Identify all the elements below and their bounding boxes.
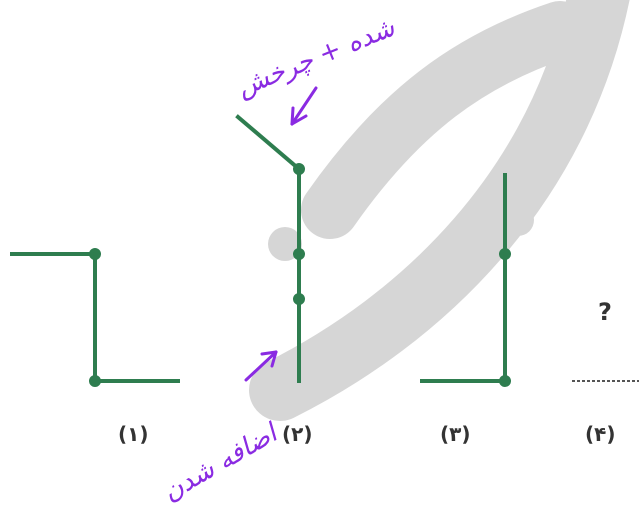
arrow-bottom-icon: [244, 350, 278, 382]
label-figure-3: (۳): [440, 422, 471, 446]
fig3-node-bottom: [499, 375, 511, 387]
figure-3: [420, 173, 511, 387]
watermark-arc: [249, 0, 630, 421]
fig2-slanted-segment: [235, 114, 302, 172]
fig1-node-bottom: [89, 375, 101, 387]
question-mark: ?: [598, 298, 612, 326]
figure-4: ?: [572, 298, 639, 382]
watermark-dot-right: [502, 204, 534, 236]
figure-2: [235, 114, 305, 383]
fig2-node-2: [293, 248, 305, 260]
label-figure-2: (۲): [282, 422, 313, 446]
fig2-node-3: [293, 293, 305, 305]
fig3-node-middle: [499, 248, 511, 260]
label-figure-4: (۴): [585, 422, 616, 446]
fig1-node-top: [89, 248, 101, 260]
watermark: [249, 0, 630, 421]
fig2-node-1: [293, 163, 305, 175]
figure-labels: (۱) (۲) (۳) (۴): [118, 422, 616, 446]
arrow-top-icon: [290, 86, 318, 126]
annotation-bottom: اضافه شدن: [158, 417, 285, 508]
figure-1: [10, 248, 180, 387]
watermark-curve: [301, 1, 589, 239]
label-figure-1: (۱): [118, 422, 149, 446]
annotations: شده + چرخش اضافه شدن: [158, 12, 400, 507]
